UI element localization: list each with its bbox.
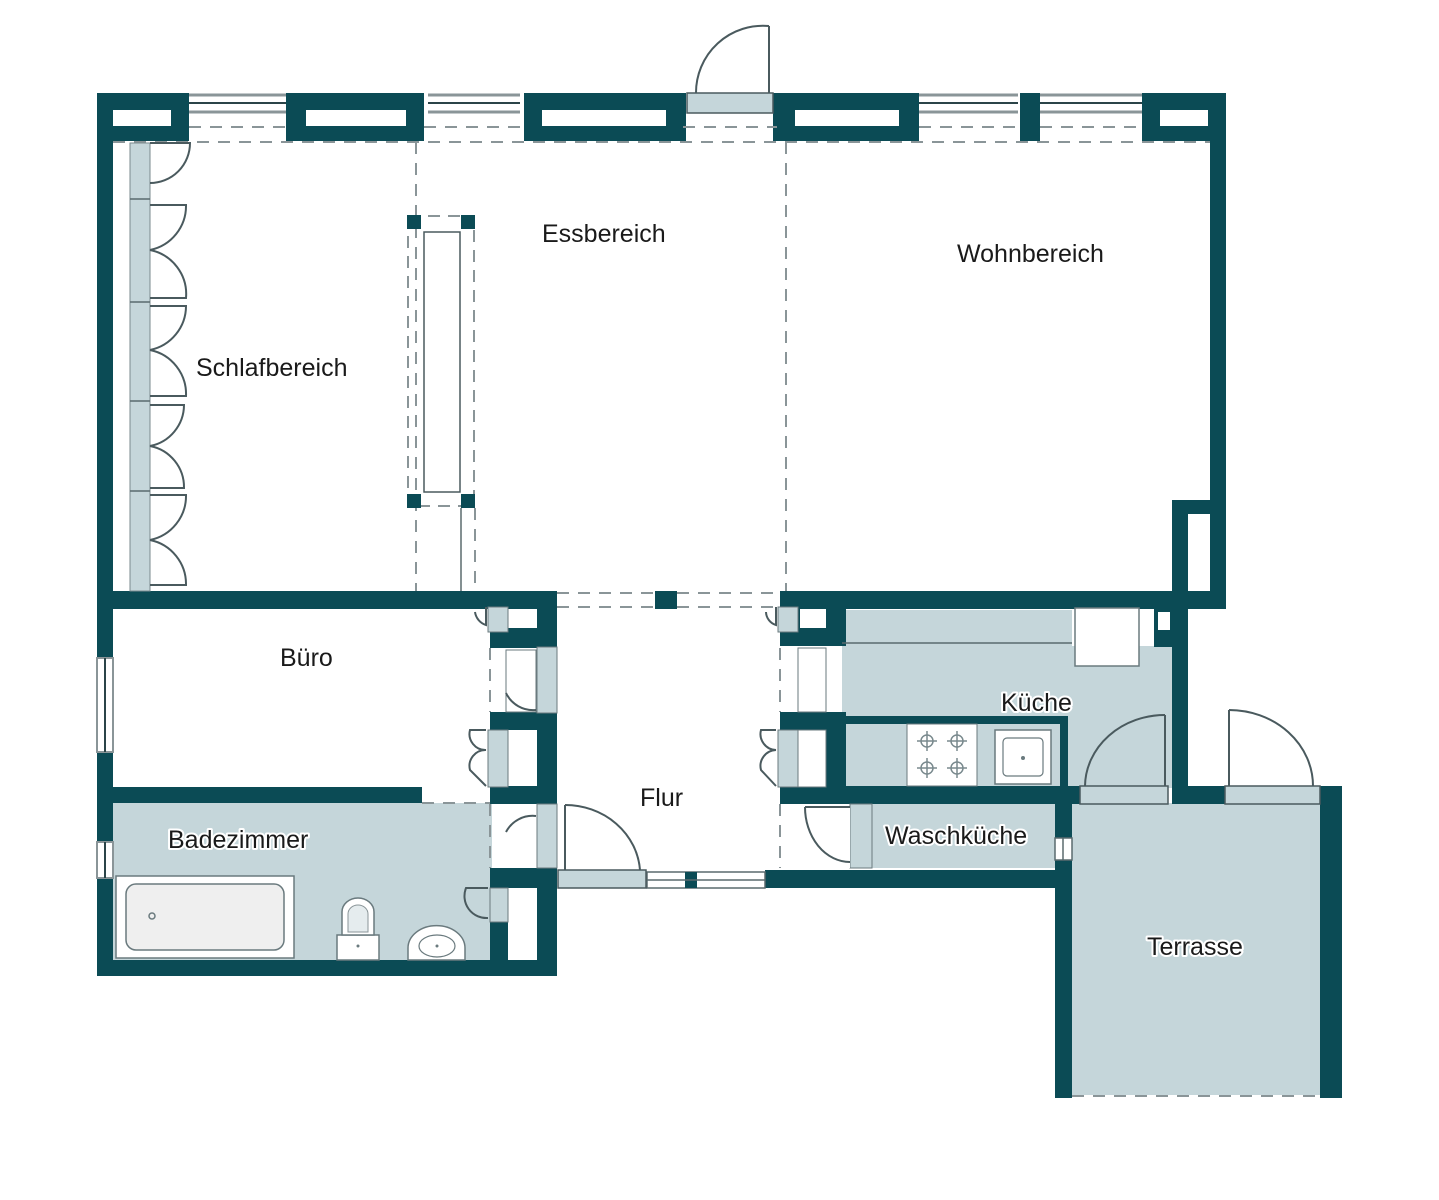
toilet [336, 897, 380, 961]
entry-door [683, 24, 777, 128]
terrace-door [1224, 709, 1321, 805]
label-schlafbereich: Schlafbereich [196, 354, 347, 382]
window-2 [424, 93, 524, 128]
walls [97, 93, 1342, 1098]
label-terrasse: Terrasse [1147, 933, 1243, 961]
label-badezimmer: Badezimmer [168, 826, 308, 854]
window-4 [1040, 93, 1142, 128]
label-kueche: Küche [1001, 689, 1072, 717]
window-left-bad [96, 841, 114, 879]
room-labels: Schlafbereich Essbereich Wohnbereich Bür… [166, 218, 1245, 963]
bed [407, 215, 476, 591]
label-buero: Büro [280, 644, 333, 672]
label-wohnbereich: Wohnbereich [957, 240, 1104, 268]
label-essbereich: Essbereich [542, 220, 666, 248]
window-3 [919, 93, 1020, 128]
laundry-floor [872, 803, 1057, 868]
bathroom-fixtures [115, 875, 466, 961]
stove-4-burner [906, 723, 978, 787]
fridge [1074, 607, 1140, 667]
washbasin [407, 924, 466, 961]
terrace-floor [1070, 803, 1328, 1095]
window-1 [189, 93, 286, 128]
bathtub [115, 875, 295, 959]
flur-doors [463, 606, 873, 923]
windows [96, 93, 1142, 889]
kitchen-sink [994, 729, 1052, 785]
label-waschkueche: Waschküche [885, 822, 1027, 850]
window-laundry [1054, 837, 1073, 861]
wardrobe [129, 142, 192, 592]
kitchen-counter-top [842, 610, 1072, 646]
window-flur [646, 871, 766, 889]
kitchen-fixtures [842, 607, 1169, 805]
label-flur: Flur [640, 784, 683, 812]
window-left-buero [96, 657, 114, 753]
